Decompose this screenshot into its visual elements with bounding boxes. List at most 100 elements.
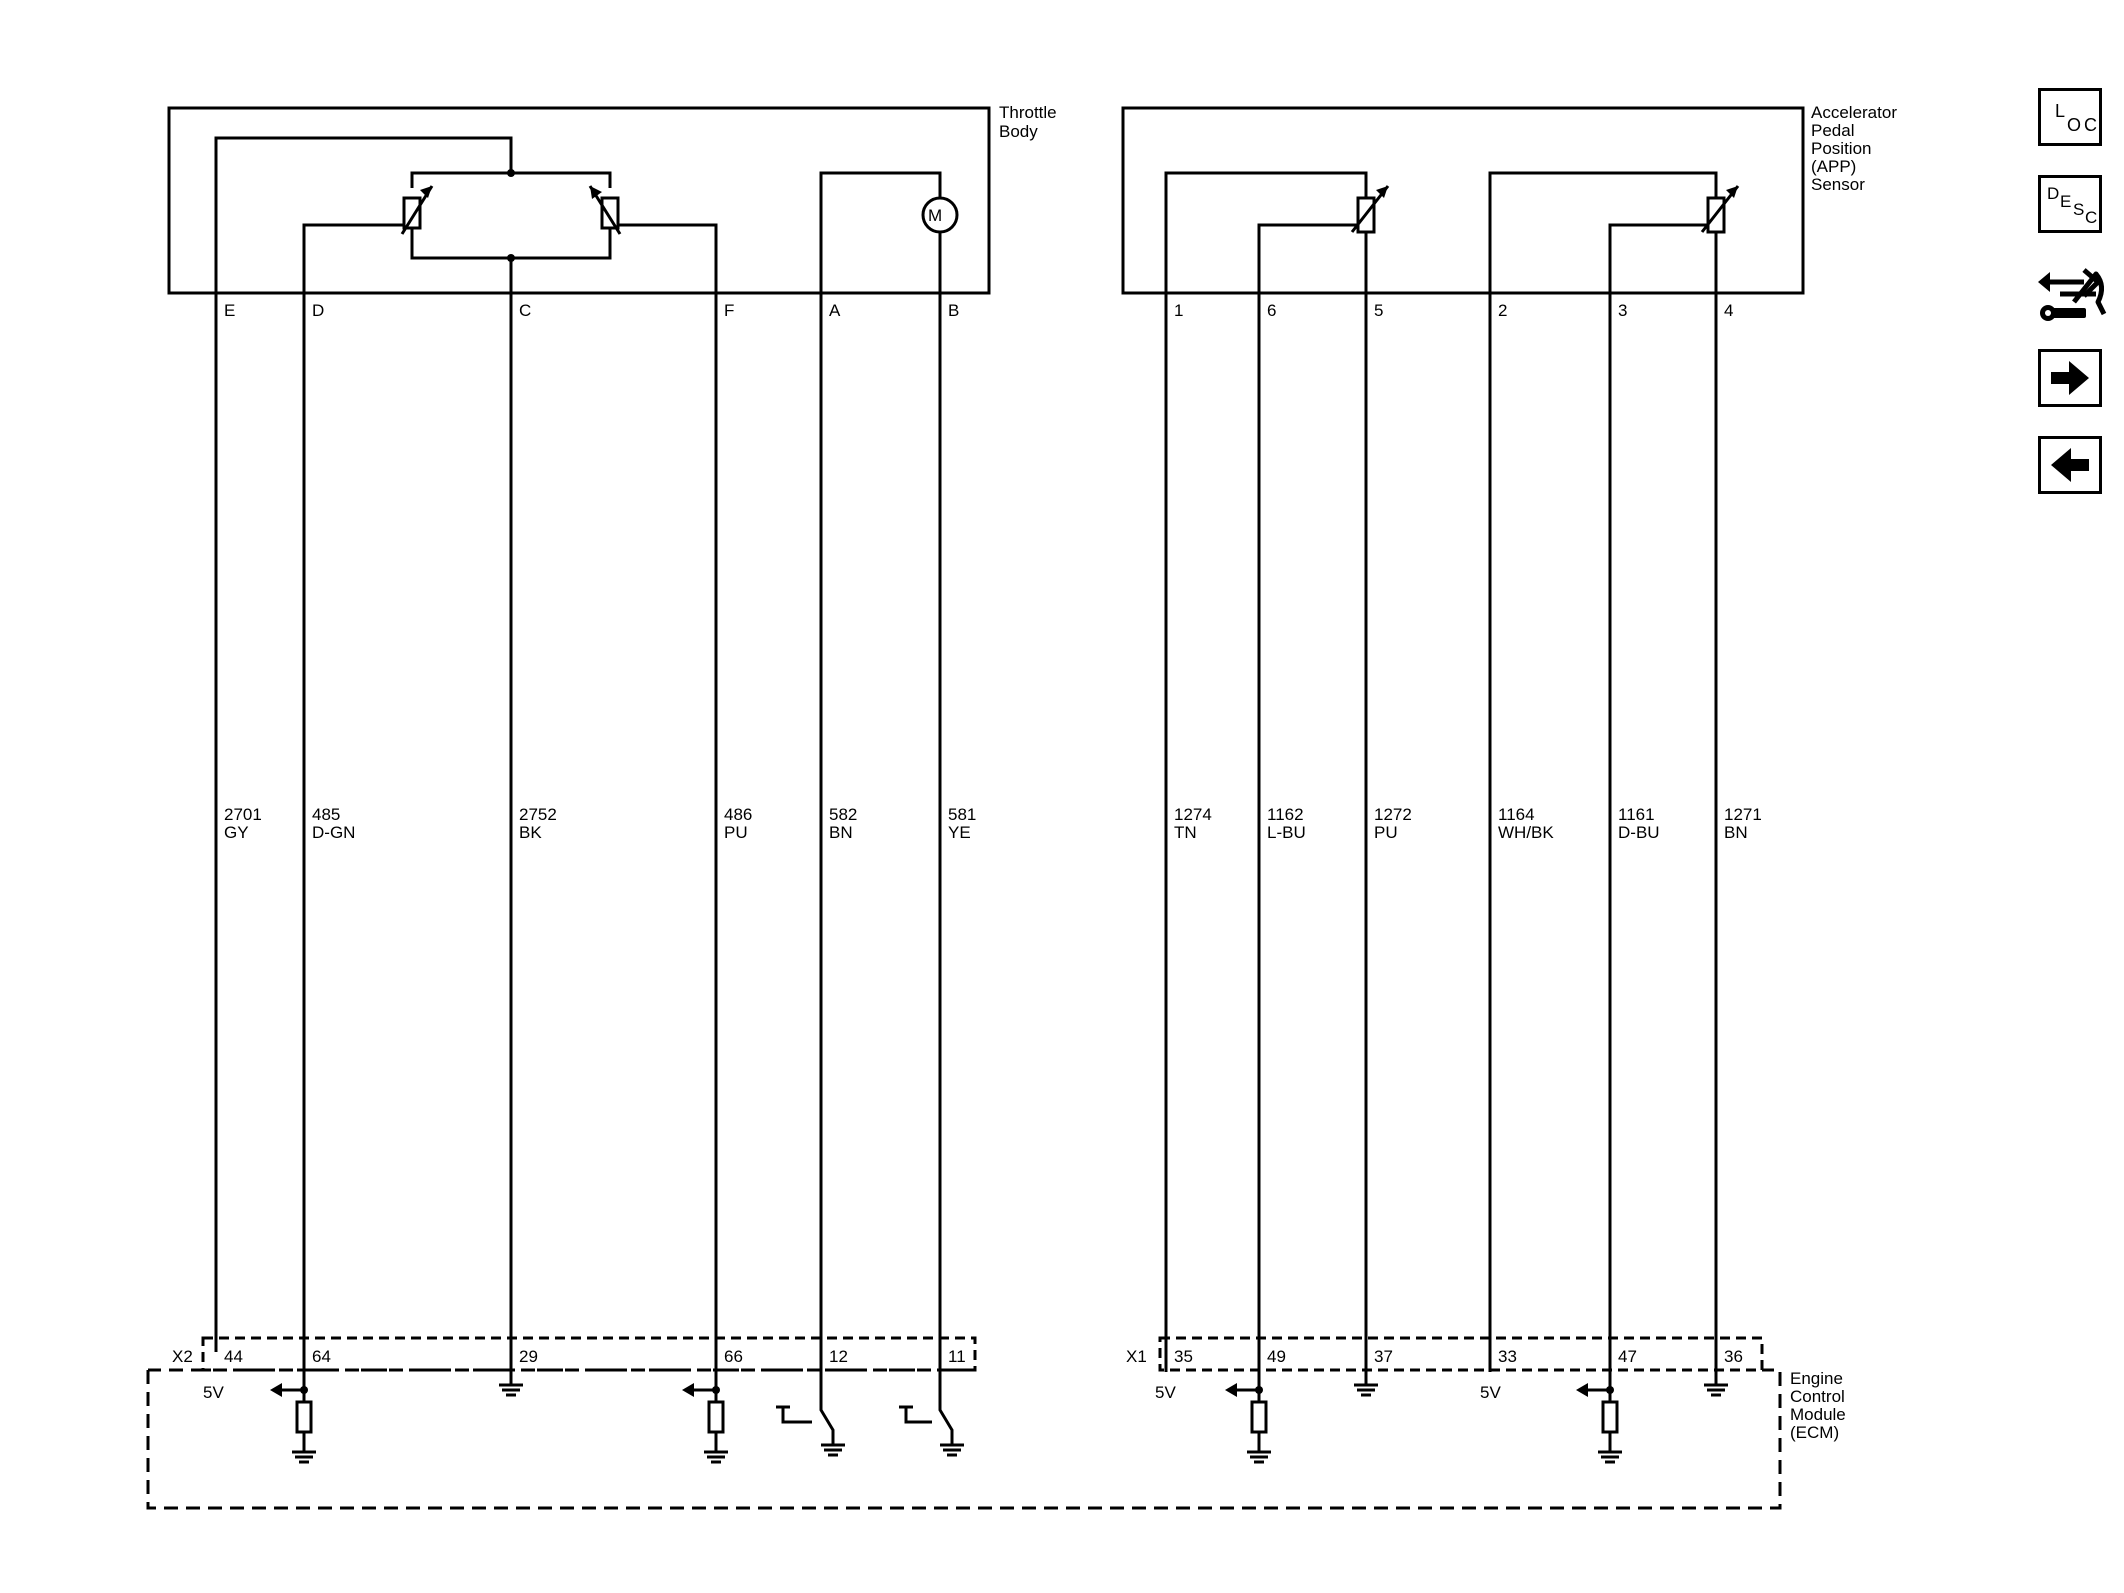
loc-button[interactable]: L OC (2038, 88, 2102, 146)
app-label-4: (APP) (1811, 157, 1856, 176)
previous-button[interactable] (2038, 436, 2102, 494)
pin-label: 5 (1374, 301, 1383, 320)
connector-x2-label: X2 (172, 1347, 193, 1366)
ecm-pin: 49 (1267, 1347, 1286, 1366)
wire-color: D-BU (1618, 823, 1660, 842)
wire-circuit: 2752 (519, 805, 557, 824)
desc-button[interactable]: D E S C (2038, 175, 2102, 233)
wire-color: PU (724, 823, 748, 842)
wire-circuit: 582 (829, 805, 857, 824)
ecm-module-box (146, 1368, 1782, 1510)
pulldown-arrow-head (682, 1383, 694, 1397)
ecm-pin: 12 (829, 1347, 848, 1366)
wire-throttle-e (214, 136, 513, 1352)
ecm-label-1: Engine (1790, 1369, 1843, 1388)
pin-label: 2 (1498, 301, 1507, 320)
desc-icon-c: C (2085, 208, 2098, 227)
ecm-pin: 29 (519, 1347, 538, 1366)
throttle-body-label-2: Body (999, 122, 1038, 141)
connector-tool-icon (2038, 268, 2107, 321)
next-button[interactable] (2038, 349, 2102, 407)
junction-dot (507, 169, 515, 177)
arrow-head (420, 186, 432, 198)
arrow-right-icon (2051, 361, 2089, 395)
ecm-motor-driver-a (776, 1395, 845, 1457)
pin-label: E (224, 301, 235, 320)
wire-circuit: 2701 (224, 805, 262, 824)
ref-5v-label: 5V (203, 1383, 224, 1402)
wire-color: BN (829, 823, 853, 842)
ecm-pin: 11 (948, 1347, 966, 1366)
ref-5v-label: 5V (1480, 1383, 1501, 1402)
ref-5v-label: 5V (1155, 1383, 1176, 1402)
app-label-3: Position (1811, 139, 1871, 158)
wire-circuit: 486 (724, 805, 752, 824)
pulldown-arrow-head (1576, 1383, 1588, 1397)
ecm-label-3: Module (1790, 1405, 1846, 1424)
wire-circuit: 485 (312, 805, 340, 824)
wire-app-1 (1164, 171, 1368, 1372)
pulldown-arrow-head (1225, 1383, 1237, 1397)
ecm-pin: 66 (724, 1347, 743, 1366)
ecm-motor-driver-b (899, 1398, 964, 1457)
ecm-label-4: (ECM) (1790, 1423, 1839, 1442)
pin-label: B (948, 301, 959, 320)
app-label-5: Sensor (1811, 175, 1865, 194)
pin-label: 6 (1267, 301, 1276, 320)
wire-circuit: 1162 (1267, 805, 1304, 824)
ecm-pulldown-3 (1584, 1388, 1622, 1464)
wire-color: L-BU (1267, 823, 1306, 842)
pin-label: A (829, 301, 841, 320)
pin-label: 4 (1724, 301, 1733, 320)
app-label-1: Accelerator (1811, 103, 1897, 122)
wire-throttle-f (618, 223, 718, 1388)
ecm-pulldown-d (278, 1388, 316, 1464)
wire-color: GY (224, 823, 249, 842)
desc-icon: D (2047, 184, 2060, 203)
wire-circuit: 581 (948, 805, 976, 824)
loc-icon-sub: OC (2067, 115, 2100, 135)
ecm-pin: 36 (1724, 1347, 1743, 1366)
ecm-ground-c (499, 1383, 523, 1397)
connector-x1-label: X1 (1126, 1347, 1147, 1366)
ecm-pin: 44 (224, 1347, 243, 1366)
app-label-2: Pedal (1811, 121, 1854, 140)
arrow-head (1376, 186, 1388, 198)
wire-color: WH/BK (1498, 823, 1554, 842)
throttle-sensor-2 (600, 196, 620, 230)
wire-circuit: 1272 (1374, 805, 1412, 824)
throttle-body-box (167, 106, 991, 295)
wire-app-3 (1608, 223, 1708, 1388)
arrow-head (590, 186, 602, 199)
wire-color: BK (519, 823, 542, 842)
pulldown-arrow-head (270, 1383, 282, 1397)
wire-color: BN (1724, 823, 1748, 842)
pin-label: 3 (1618, 301, 1627, 320)
ecm-pulldown-f (690, 1388, 728, 1464)
wire-color: YE (948, 823, 971, 842)
wire-color: D-GN (312, 823, 355, 842)
arrow-head (1726, 186, 1738, 198)
ecm-pin: 47 (1618, 1347, 1637, 1366)
connector-tool-button[interactable] (2034, 262, 2110, 332)
pin-label: 1 (1174, 301, 1183, 320)
wire-throttle-a (819, 171, 942, 1395)
ecm-pin: 33 (1498, 1347, 1517, 1366)
pin-label: D (312, 301, 324, 320)
app-sensor-box (1121, 106, 1805, 295)
throttle-sensor-1 (402, 196, 422, 230)
ecm-pin: 64 (312, 1347, 331, 1366)
throttle-body-label-1: Throttle (999, 103, 1057, 122)
wire-app-6 (1257, 223, 1358, 1388)
desc-icon-e: E (2060, 192, 2072, 211)
pin-label: C (519, 301, 531, 320)
desc-icon-s: S (2073, 200, 2085, 219)
x2-connector (201, 1336, 977, 1372)
loc-icon: L (2055, 101, 2066, 121)
wire-circuit: 1271 (1724, 805, 1762, 824)
arrow-left-icon (2051, 448, 2089, 482)
junction-dot (507, 254, 515, 262)
motor-label: M (928, 206, 942, 225)
wire-circuit: 1274 (1174, 805, 1212, 824)
pin-label: F (724, 301, 734, 320)
